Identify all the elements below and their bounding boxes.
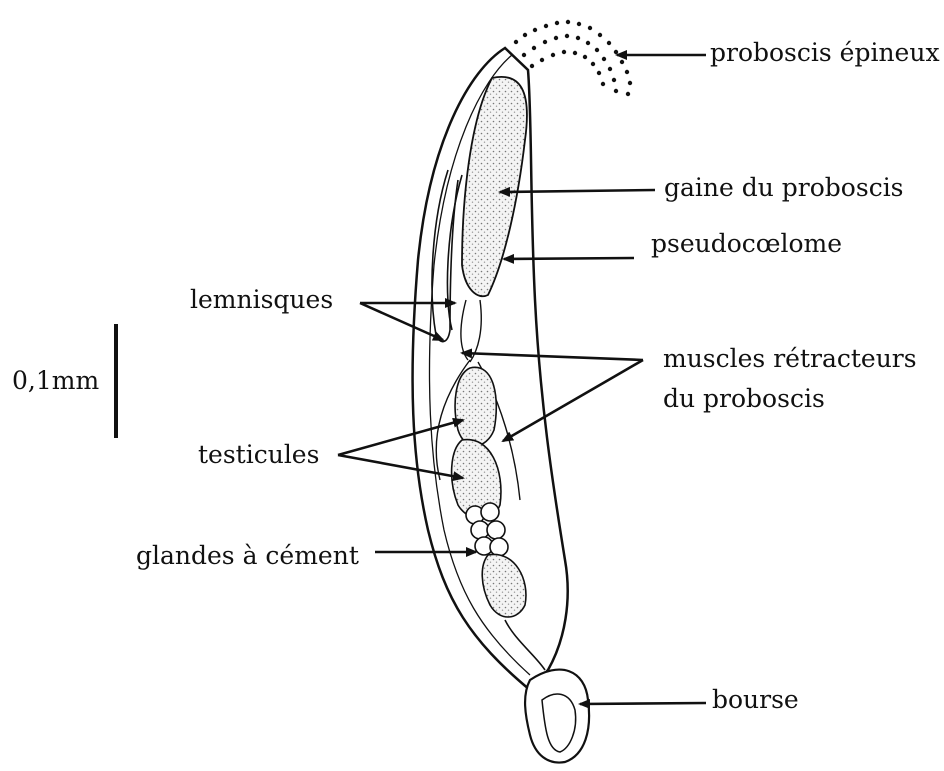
label-testicules: testicules <box>198 442 319 467</box>
testicle-upper <box>455 367 496 445</box>
label-lemnisques: lemnisques <box>190 287 333 312</box>
label-gaine-proboscis: gaine du proboscis <box>664 175 904 200</box>
label-proboscis-epineux: proboscis épineux <box>710 40 940 65</box>
label-muscles-line1: muscles rétracteurs <box>663 346 917 371</box>
label-scale: 0,1mm <box>12 368 99 393</box>
label-glandes-cement: glandes à cément <box>136 543 359 568</box>
arrow-bourse <box>580 703 706 704</box>
label-muscles-line2: du proboscis <box>663 386 825 411</box>
arrow-pseudocoelome <box>504 258 634 259</box>
proboscis-spines <box>514 20 632 96</box>
bursa <box>525 670 589 763</box>
label-bourse: bourse <box>712 687 799 712</box>
label-pseudocoelome: pseudocœlome <box>651 231 842 256</box>
